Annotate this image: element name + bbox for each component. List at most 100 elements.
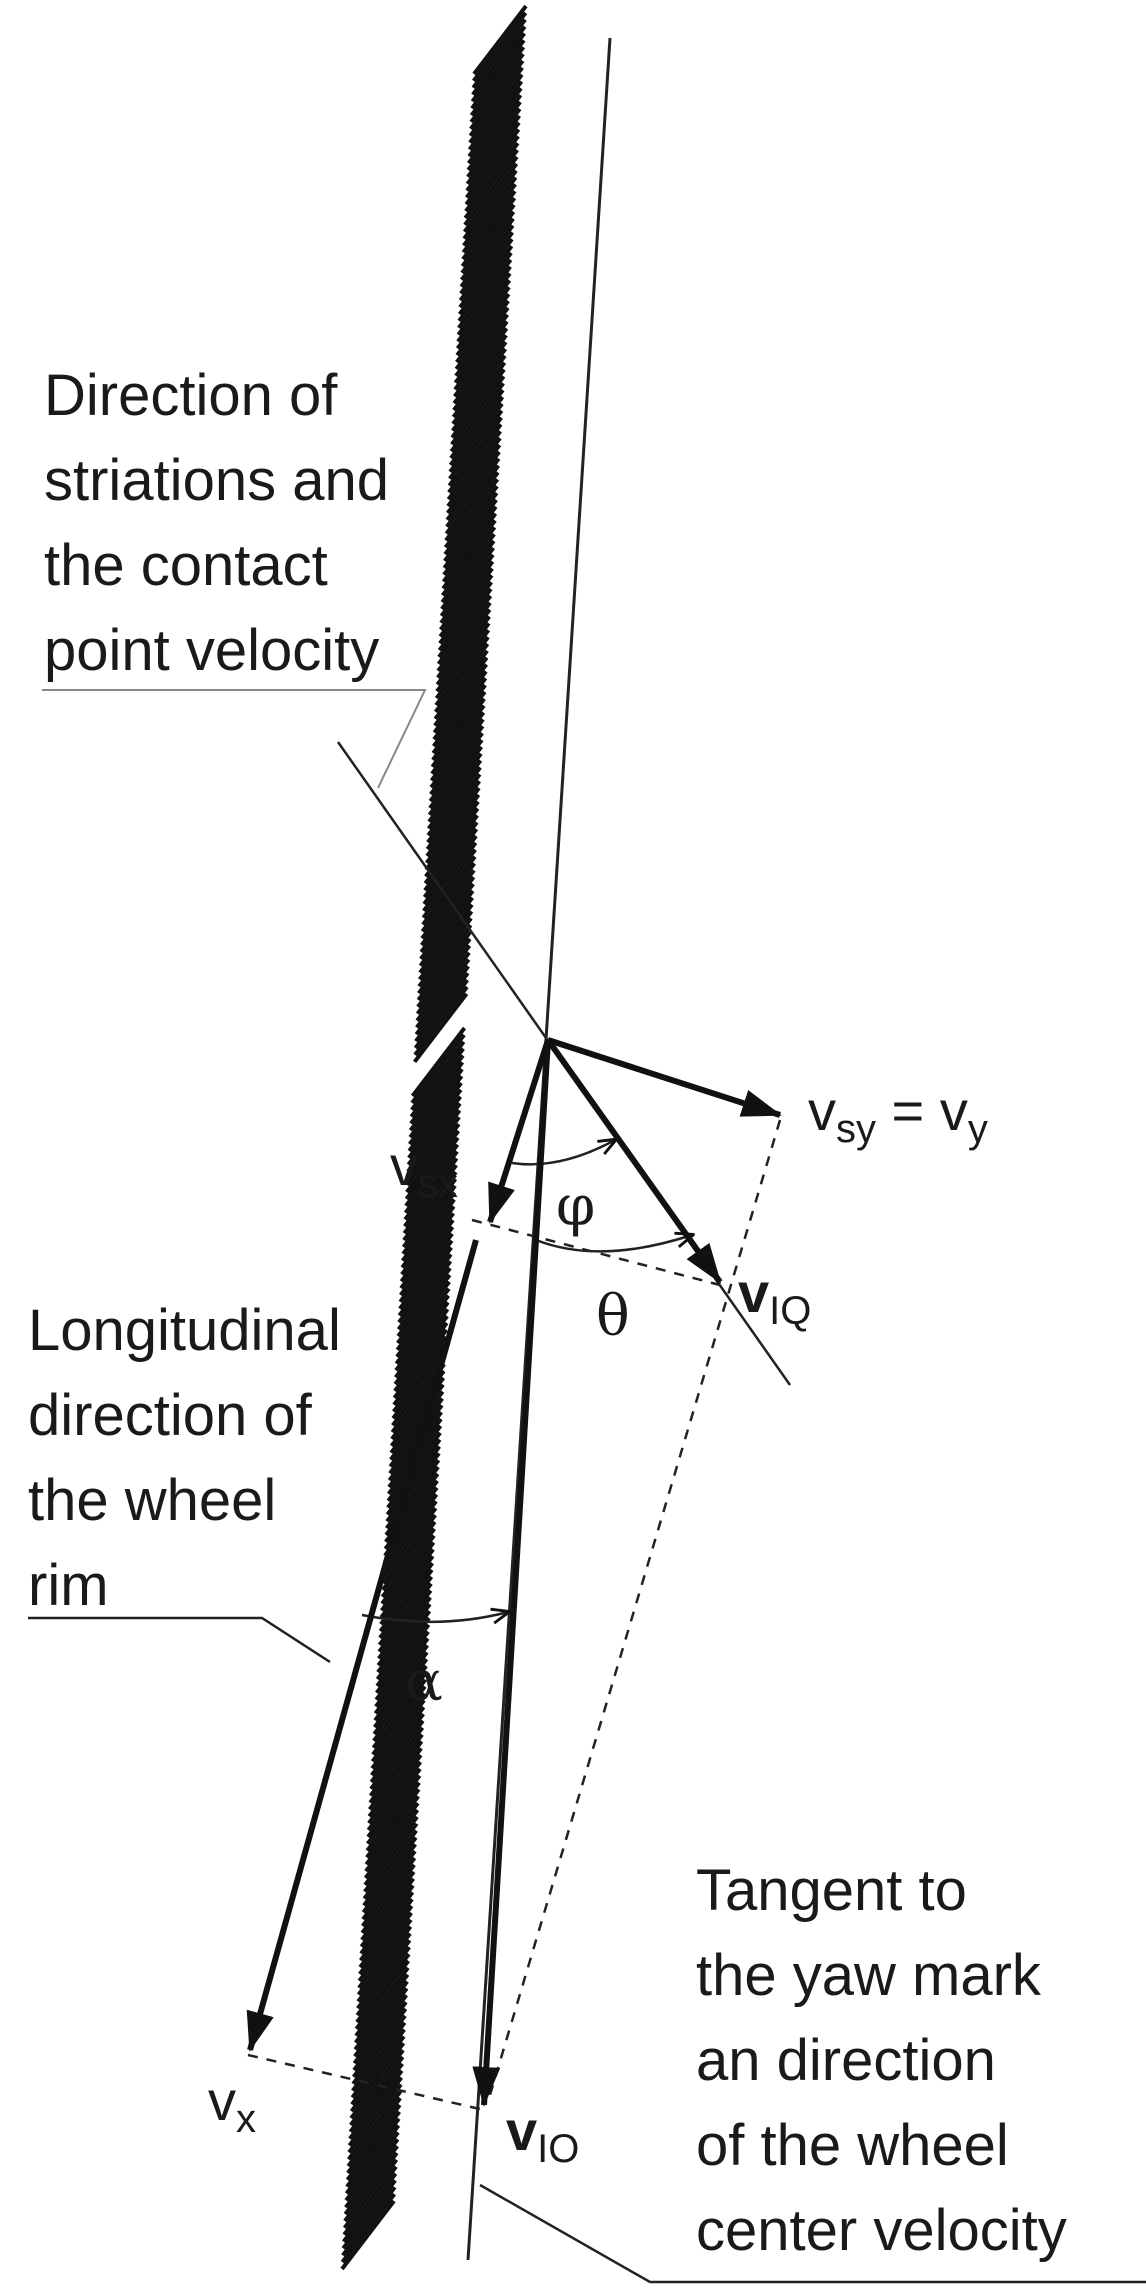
striation-hatch-line <box>428 738 484 810</box>
striation-hatch-line <box>366 1767 422 1839</box>
striation-hatch-line <box>420 875 476 947</box>
striation-hatch-line <box>467 93 523 165</box>
striation-hatch-line <box>349 2055 405 2127</box>
striation-hatch-line <box>450 375 506 446</box>
striation-hatch-line <box>377 1582 433 1653</box>
striation-hatch-line <box>470 32 526 103</box>
striation-hatch-line <box>370 1705 426 1777</box>
striation-hatch-line <box>392 1335 448 1406</box>
striation-hatch-line <box>467 80 524 151</box>
striation-hatch-line <box>366 1774 422 1845</box>
striation-hatch-line <box>372 1671 428 1743</box>
striation-hatch-line <box>403 1157 459 1228</box>
striation-hatch-line <box>442 498 498 570</box>
tangent-label-line-1: Tangent to <box>696 1858 967 1923</box>
striation-hatch-line <box>389 1390 445 1461</box>
striation-label: Direction of striations and the contact … <box>44 363 389 683</box>
striation-hatch-line <box>453 327 509 398</box>
striation-hatch-line <box>426 773 482 844</box>
tangent-label-line-2: the yaw mark <box>696 1943 1042 2008</box>
striation-hatch-line <box>444 471 500 542</box>
striation-hatch-line <box>340 2199 396 2271</box>
striation-hatch-line <box>350 2028 406 2099</box>
striation-hatch-line <box>460 203 516 275</box>
striation-hatch-line <box>400 1198 456 1269</box>
striation-hatch-line <box>459 224 515 295</box>
striation-hatch-line <box>341 2186 397 2257</box>
striation-hatch-line <box>425 779 481 851</box>
striation-hatch-line <box>381 1520 437 1592</box>
striation-hatch-line <box>370 1692 427 1763</box>
striation-hatch-line <box>407 1088 463 1160</box>
striation-hatch-line <box>401 1184 457 1256</box>
striation-hatch-line <box>436 594 493 666</box>
striation-hatch-line <box>352 2007 408 2079</box>
striation-hatch-line <box>402 1163 458 1235</box>
striation-hatch-line <box>461 183 517 254</box>
striation-hatch-line <box>422 827 479 899</box>
striation-hatch-line <box>357 1918 413 1990</box>
striation-hatch-line <box>359 1891 415 1962</box>
striation-hatch-line <box>364 1795 420 1866</box>
striation-hatch-line <box>367 1753 423 1825</box>
striation-hatch-line <box>406 1095 462 1166</box>
striation-hatch-line <box>446 430 502 501</box>
striation-hatch-line <box>368 1740 424 1811</box>
striation-hatch-line <box>354 1973 410 2044</box>
striation-hatch-line <box>429 724 485 796</box>
striation-hatch-line <box>409 1054 465 1125</box>
striation-hatch-line <box>453 313 509 384</box>
striation-hatch-line <box>396 1266 452 1338</box>
striation-hatch-line <box>348 2069 404 2140</box>
striation-hatch-line <box>347 2076 403 2147</box>
striation-hatch-line <box>379 1548 435 1619</box>
striation-hatch-line <box>439 553 495 625</box>
striation-hatch-line <box>343 2144 399 2216</box>
striation-hatch-line <box>433 649 489 721</box>
striation-hatch-line <box>399 1218 455 1290</box>
striation-hatch-line <box>463 148 519 220</box>
striation-hatch-line <box>444 464 500 535</box>
vsy-vector <box>547 1037 782 1118</box>
striation-hatch-line <box>365 1781 421 1852</box>
striation-hatch-line <box>451 354 507 426</box>
striation-hatch-line <box>346 2096 402 2168</box>
striation-hatch-line <box>446 443 502 515</box>
striation-hatch-line <box>432 670 488 741</box>
striation-hatch-line <box>466 107 522 179</box>
striation-hatch-line <box>359 1884 415 1955</box>
striation-hatch-line <box>360 1863 416 1935</box>
striation-hatch-line <box>397 1253 453 1324</box>
striation-hatch-line <box>388 1397 444 1468</box>
construction-lines <box>247 1119 782 2112</box>
striation-hatch-line <box>420 869 476 940</box>
striation-hatch-line <box>462 162 519 234</box>
striation-hatch-line <box>456 272 512 343</box>
striation-hatch-line <box>373 1644 429 1715</box>
striation-hatch-line <box>382 1493 439 1564</box>
striation-hatch-line <box>424 800 480 871</box>
striation-hatch-line <box>375 1623 431 1695</box>
striation-label-line-1: Direction of <box>44 363 338 428</box>
velocity-vectors <box>246 1037 782 2107</box>
striation-hatch-line <box>421 855 477 926</box>
striation-hatch-line <box>344 2131 400 2202</box>
striation-hatch-line <box>345 2117 401 2188</box>
striation-hatch-line <box>465 121 521 192</box>
striation-hatch-line <box>347 2090 403 2161</box>
striation-hatch-line <box>434 642 490 714</box>
striation-hatch-line <box>446 436 502 508</box>
striation-hatch-line <box>454 306 510 378</box>
striation-hatch-line <box>392 1328 448 1400</box>
striation-label-line-3: the contact <box>44 533 328 598</box>
striation-hatch-line <box>343 2151 399 2223</box>
striation-hatch-line <box>438 574 494 645</box>
striation-hatch-line <box>416 930 472 1002</box>
striation-hatch-line <box>359 1877 415 1948</box>
striation-hatch-line <box>408 1074 464 1146</box>
striation-hatch-line <box>466 100 522 172</box>
striation-hatch-line <box>357 1911 413 1983</box>
striation-hatch-line <box>405 1122 461 1194</box>
striation-hatch-line <box>394 1294 450 1365</box>
striation-hatch-line <box>354 1959 410 2031</box>
